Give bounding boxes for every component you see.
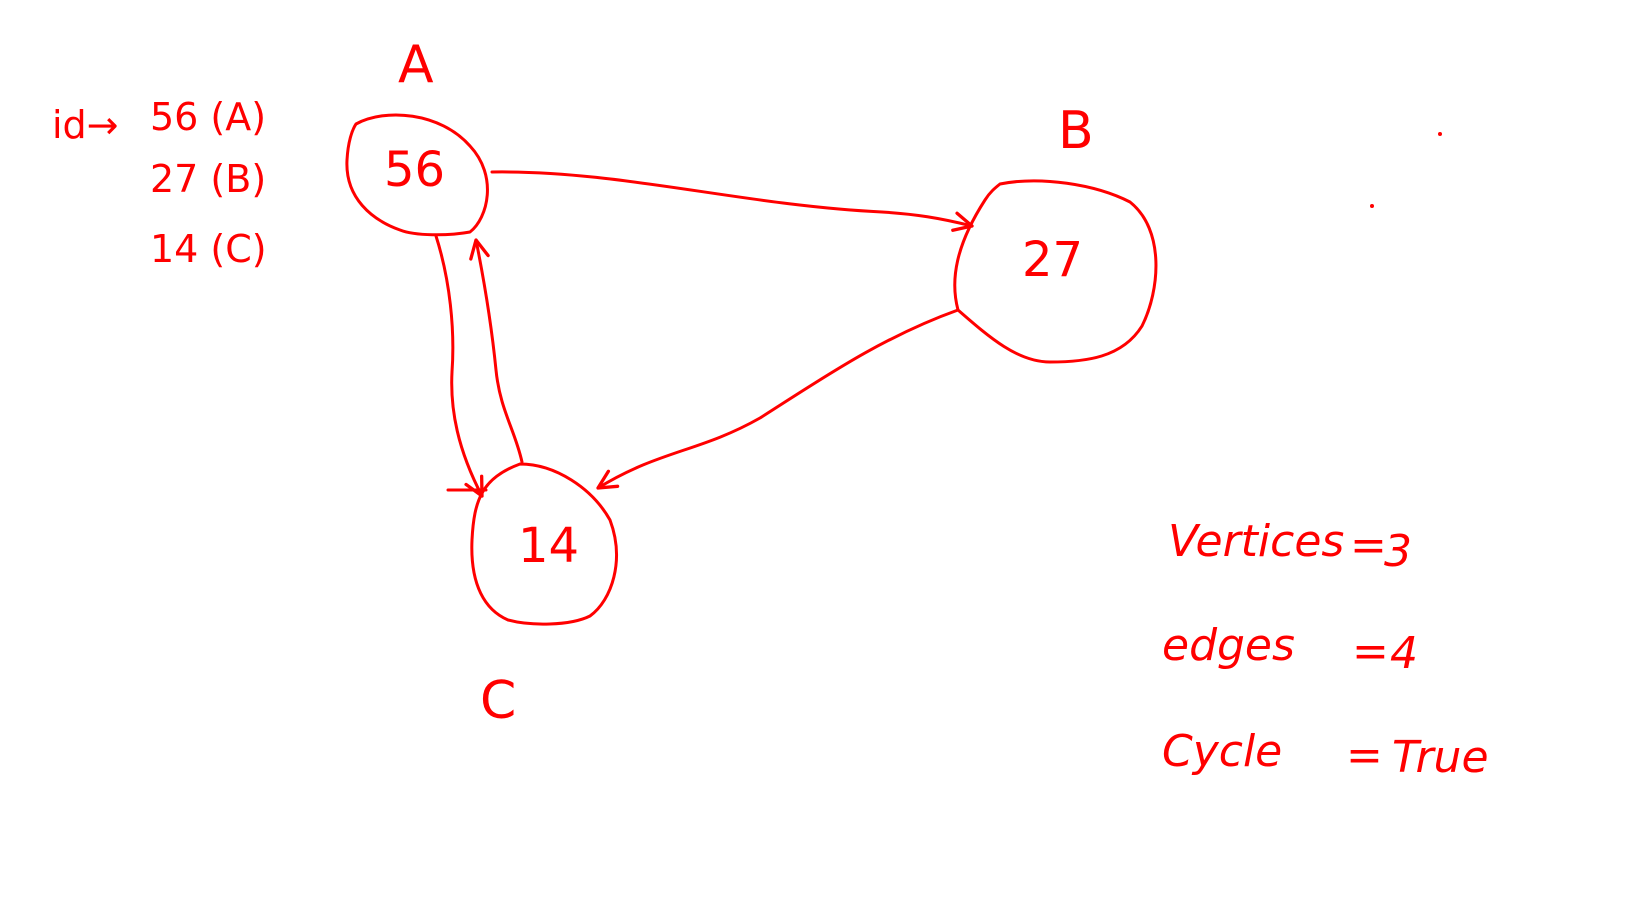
node-c-outline	[470, 462, 618, 626]
legend-line-b: 27 (B)	[150, 157, 266, 201]
legend-line-a: 56 (A)	[150, 95, 266, 139]
stat-vertices-equals: =	[1350, 520, 1387, 571]
edge-a-to-c	[434, 234, 484, 498]
stat-edges-label: edges	[1162, 620, 1295, 671]
stat-cycle-equals: =	[1346, 730, 1383, 781]
legend-prefix: id→	[52, 103, 119, 147]
id-legend: id→ 56 (A) 27 (B) 14 (C)	[52, 95, 267, 271]
node-a-value: 56	[384, 142, 445, 198]
legend-line-c: 14 (C)	[150, 227, 267, 271]
node-b: 27 B	[953, 101, 1158, 364]
node-b-label: B	[1058, 101, 1094, 161]
node-c-label: C	[480, 671, 516, 731]
node-b-value: 27	[1022, 232, 1083, 288]
edge-c-to-a	[469, 238, 524, 464]
edge-a-to-b	[490, 170, 974, 232]
stray-dot	[1370, 204, 1374, 208]
stat-vertices-value: 3	[1384, 526, 1412, 577]
stat-edges-equals: =	[1352, 626, 1389, 677]
node-a-label: A	[398, 35, 434, 95]
node-a-outline	[345, 113, 489, 237]
stat-cycle-label: Cycle	[1162, 726, 1282, 777]
stat-vertices-label: Vertices	[1168, 516, 1344, 567]
stray-dot	[1438, 132, 1442, 136]
node-c-value: 14	[518, 518, 579, 574]
node-a: 56 A	[345, 35, 489, 237]
node-b-outline	[953, 179, 1158, 364]
edges	[434, 170, 974, 498]
stat-edges-value: 4	[1390, 628, 1418, 679]
edge-b-to-c	[596, 308, 960, 490]
stat-cycle-value: True	[1392, 732, 1489, 783]
node-c: 14 C	[470, 462, 618, 731]
graph-stats: Vertices = 3 edges = 4 Cycle = True	[1162, 516, 1489, 783]
